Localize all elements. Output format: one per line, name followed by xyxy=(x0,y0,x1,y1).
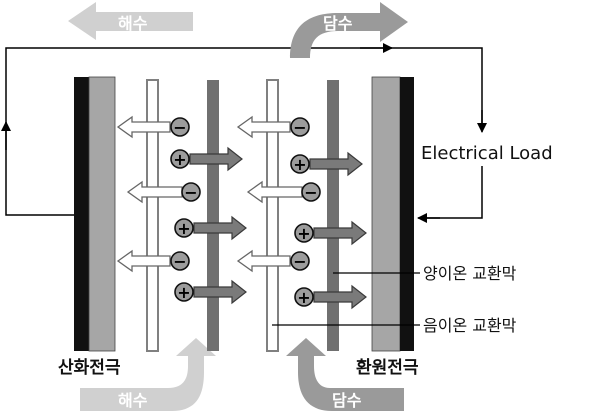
anion-arrow xyxy=(116,249,171,273)
cation-circle xyxy=(174,218,194,238)
circuit-wire xyxy=(5,47,483,216)
seawater-inflow-arrow xyxy=(80,338,216,411)
anion-exchange-membrane-1 xyxy=(146,79,159,352)
cathode-black-layer xyxy=(400,77,414,351)
cation-circle xyxy=(174,282,194,302)
cathode-gray-layer xyxy=(371,76,401,352)
anode-label: 산화전극 xyxy=(58,358,121,378)
cation-arrow xyxy=(309,151,363,177)
anion-arrows xyxy=(116,115,303,273)
anion-circle xyxy=(301,182,321,202)
anion-circle xyxy=(170,251,190,271)
anode-gray-layer xyxy=(88,76,116,352)
cation-arrow xyxy=(313,220,367,246)
cathode-label: 환원전극 xyxy=(356,358,419,378)
plus-sign: + xyxy=(293,155,306,174)
anion-circle xyxy=(170,117,190,137)
freshwater-inflow-arrow xyxy=(286,338,404,411)
seawater-outflow-arrow xyxy=(68,2,193,40)
cation-arrows xyxy=(189,146,367,310)
cation-arrow xyxy=(193,279,247,305)
freshwater-top-label: 담수 xyxy=(323,14,353,33)
anion-circle xyxy=(290,117,310,137)
cation-circle xyxy=(294,287,314,307)
anion-arrow xyxy=(236,249,291,273)
plus-signs: + + + + + + xyxy=(173,150,310,307)
minus-sign: − xyxy=(173,252,186,271)
seawater-top-label: 해수 xyxy=(118,14,148,33)
cation-circle xyxy=(170,149,190,169)
minus-sign: − xyxy=(293,118,306,137)
freshwater-bottom-label: 담수 xyxy=(332,391,362,410)
circuit-wire-return xyxy=(420,166,483,219)
cation-arrow xyxy=(313,284,367,310)
cation-circle xyxy=(290,154,310,174)
plus-sign: + xyxy=(177,283,190,302)
minus-signs: − − − − − − xyxy=(173,118,317,271)
minus-sign: − xyxy=(173,118,186,137)
anion-membrane-label: 음이온 교환막 xyxy=(423,316,517,335)
cation-exchange-membrane-1 xyxy=(207,80,219,351)
plus-sign: + xyxy=(173,150,186,169)
plus-sign: + xyxy=(297,288,310,307)
minus-sign: − xyxy=(304,183,317,202)
cation-exchange-membrane-2 xyxy=(327,80,339,351)
anion-ions xyxy=(170,117,321,271)
plus-sign: + xyxy=(297,224,310,243)
cation-membrane-label: 양이온 교환막 xyxy=(423,264,517,283)
freshwater-outflow-arrow xyxy=(290,2,408,58)
cation-ions xyxy=(170,149,314,307)
minus-sign: − xyxy=(184,183,197,202)
anion-circle xyxy=(181,182,201,202)
anion-exchange-membrane-2 xyxy=(266,79,279,352)
minus-sign: − xyxy=(293,252,306,271)
cation-arrow xyxy=(193,215,247,241)
cation-circle xyxy=(294,223,314,243)
anode-black-layer xyxy=(74,77,89,351)
electrical-load-label: Electrical Load xyxy=(421,143,553,164)
anion-circle xyxy=(290,251,310,271)
seawater-bottom-label: 해수 xyxy=(118,391,148,410)
cation-arrow xyxy=(189,146,243,172)
plus-sign: + xyxy=(177,219,190,238)
anion-arrow xyxy=(236,115,291,139)
anion-arrow xyxy=(116,115,171,139)
